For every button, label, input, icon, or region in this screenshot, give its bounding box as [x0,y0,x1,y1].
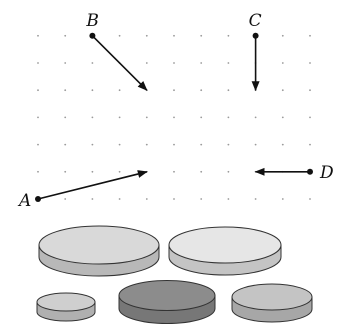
grid-dot [91,170,94,173]
point-a-label: A [17,191,31,211]
grid-dot [227,198,230,200]
point-b-dot [89,32,96,39]
grid-dot [281,34,284,37]
grid-dot [91,62,94,64]
grid-dot [64,62,67,64]
grid-dot [254,143,257,146]
grid-dot [227,170,230,173]
grid-dot [281,143,284,146]
grid-dot [91,198,94,200]
grid-dot [281,62,284,64]
grid-dot [118,170,121,173]
point-d-dot [307,168,313,175]
grid-dot [281,116,284,119]
grid-dot [309,116,311,119]
grid-dot [64,143,67,146]
point-a-dot [35,196,41,202]
dot-grid [37,34,311,200]
grid-dot [200,62,203,64]
grid-dot [37,170,39,173]
grid-dot [200,89,203,92]
grid-dot [37,143,39,146]
grid-dot [64,89,67,92]
vector-a [37,170,148,200]
grid-dot [91,143,94,146]
grid-dot [309,34,311,37]
disk-small [36,292,96,322]
grid-dot [118,34,121,37]
grid-dot [200,143,203,146]
grid-dot [173,198,175,200]
disk-medium [231,283,313,323]
grid-dot [145,62,148,64]
grid-dot [200,198,203,200]
grid-dot [254,116,257,119]
disk-dark [118,280,216,324]
disks [36,225,313,324]
grid-dot [200,116,203,119]
grid-dot [227,116,230,119]
grid-dot [281,198,284,200]
grid-dot [309,198,311,200]
disk-large-1 [38,225,160,277]
grid-dot [91,116,94,119]
grid-dot [145,143,148,146]
vector-b [91,35,148,91]
grid-dot [91,89,94,92]
grid-dot [173,34,175,37]
grid-dot [309,143,311,146]
grid-dot [118,89,121,92]
grid-dot [37,34,39,37]
grid-dot [173,116,175,119]
grid-dot [281,89,284,92]
grid-dot [64,116,67,119]
grid-dot [64,170,67,173]
point-c-label: C [249,11,262,31]
grid-dot [118,198,121,200]
disk-large-1-top [38,225,160,265]
disk-medium-top [231,283,313,311]
grid-dot [145,34,148,37]
grid-dot [173,89,175,92]
grid-dot [309,62,311,64]
grid-dot [254,198,257,200]
disk-large-2 [168,226,282,276]
grid-dot [200,170,203,173]
grid-dot [37,62,39,64]
grid-dot [173,143,175,146]
grid-dot [227,34,230,37]
grid-dot [145,198,148,200]
grid-dot [37,116,39,119]
disk-small-top [36,292,96,312]
grid-dot [145,116,148,119]
grid-dot [173,62,175,64]
grid-dot [227,89,230,92]
grid-dot [173,170,175,173]
disk-dark-top [118,280,216,311]
grid-dot [118,116,121,119]
grid-dot [309,89,311,92]
grid-dot [118,143,121,146]
grid-dot [37,89,39,92]
vectors [35,32,313,202]
grid-dot [64,198,67,200]
point-c-dot [252,32,259,39]
grid-dot [200,34,203,37]
point-b-label: B [85,11,99,31]
grid-dot [64,34,67,37]
disk-large-2-top [168,226,282,264]
grid-dot [227,143,230,146]
grid-dot [227,62,230,64]
point-d-label: D [319,163,334,183]
point-labels: A B C D [17,11,334,211]
